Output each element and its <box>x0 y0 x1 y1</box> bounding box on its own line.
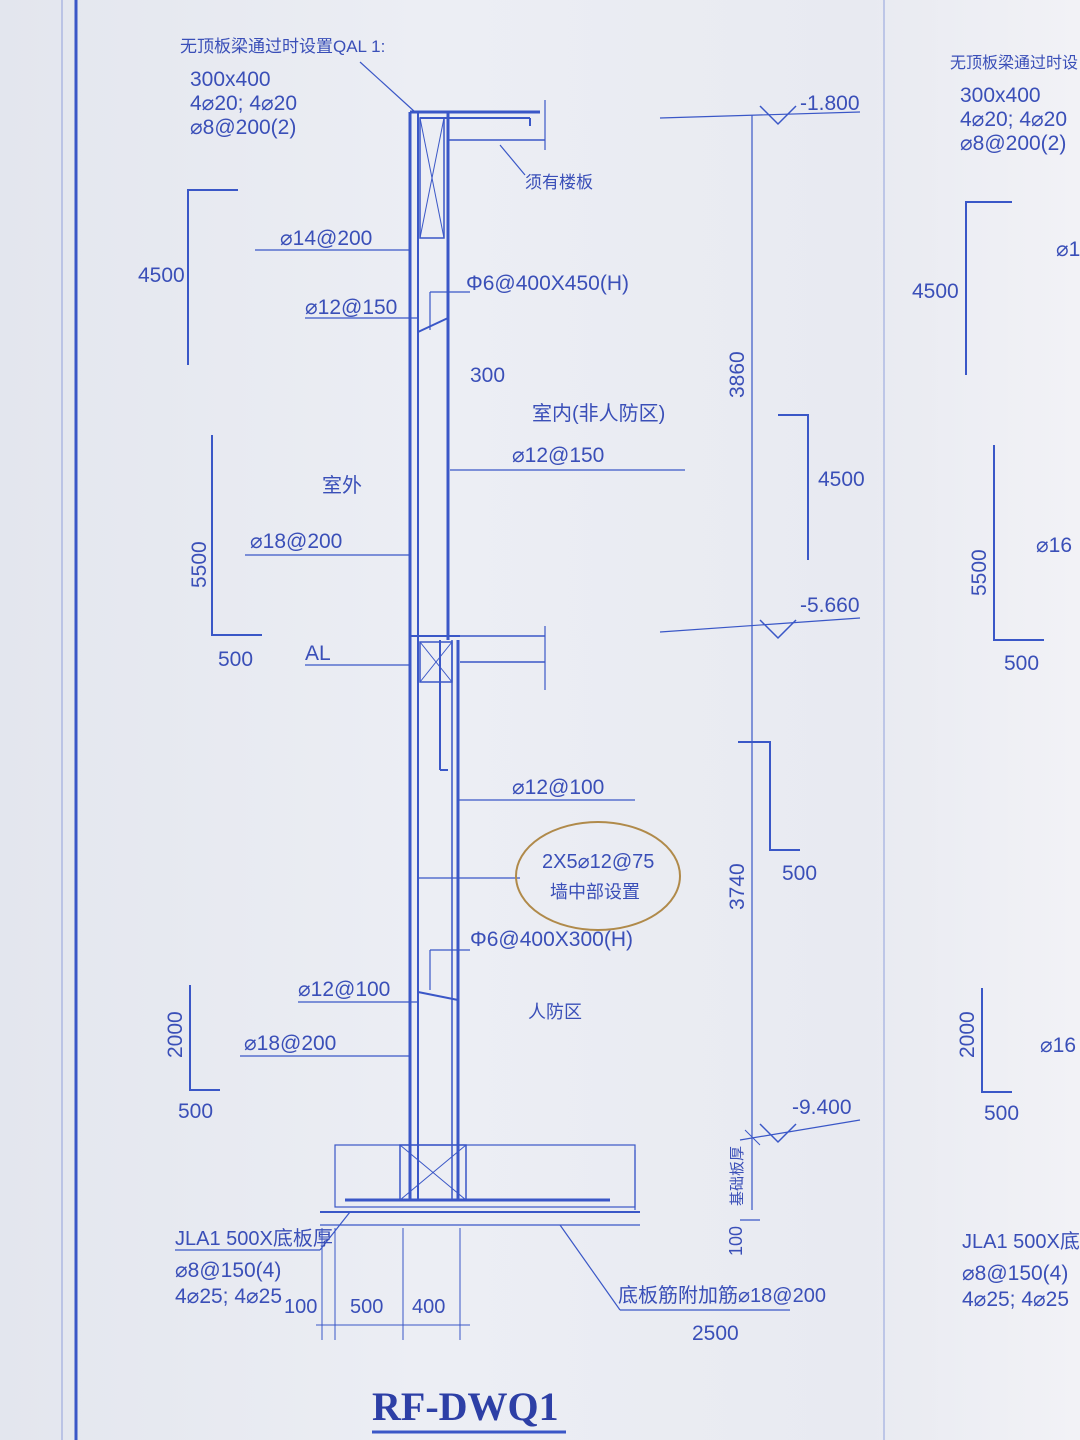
zone-indoor: 室内(非人防区) <box>532 402 665 425</box>
right-bar-brackets <box>738 414 809 851</box>
wall-thickness: 300 <box>470 364 505 387</box>
middle-bars-label: 2X5⌀12@75 <box>542 851 654 873</box>
right-bar-1: ⌀1 <box>1056 238 1080 261</box>
left-top-length: 4500 <box>138 264 185 287</box>
zone-civil-defense: 人防区 <box>528 1002 582 1022</box>
right-beam-note: 无顶板梁通过时设 <box>950 54 1078 72</box>
right-partial-sheet: 无顶板梁通过时设 300x400 4⌀20; 4⌀20 ⌀8@200(2) ⌀1… <box>912 54 1080 1311</box>
foundation-beam-label: JLA1 500X底板厚 <box>175 1227 333 1250</box>
beam-al-label: AL <box>305 642 331 665</box>
rebar-inner-upper: ⌀12@150 <box>512 444 604 467</box>
rebar-inner-lower: ⌀12@100 <box>512 776 604 799</box>
zone-outdoor: 室外 <box>322 474 362 497</box>
rebar-outer-lower: ⌀18@200 <box>244 1032 336 1055</box>
tie-bar-lower <box>417 949 470 1001</box>
tie-bar-lower-label: Φ6@400X300(H) <box>470 928 633 951</box>
top-beam-rebar: 4⌀20; 4⌀20 <box>190 92 297 115</box>
foundation-rebar: 4⌀25; 4⌀25 <box>175 1285 282 1308</box>
left-bar-brackets <box>187 189 262 1091</box>
leader-lines <box>175 61 790 1311</box>
left-bottom-length: 2000 <box>164 1011 187 1058</box>
rebar-outer-upper-short: ⌀12@150 <box>305 296 397 319</box>
rebar-outer-upper: ⌀14@200 <box>280 227 372 250</box>
height-upper: 3860 <box>726 351 749 398</box>
right-mid-length: 5500 <box>968 549 991 596</box>
foundation-dim-3: 400 <box>412 1296 445 1318</box>
roof-slab-label: 须有楼板 <box>525 173 593 192</box>
elevation-mid: -5.660 <box>800 594 860 617</box>
elevation-marker-bottom <box>759 1123 797 1144</box>
right-top-length: 4500 <box>818 468 865 491</box>
height-lower: 3740 <box>726 863 749 910</box>
elevation-top: -1.800 <box>800 92 860 115</box>
elevation-axis <box>659 111 861 1221</box>
rebar-outer-mid: ⌀18@200 <box>250 530 342 553</box>
drawing-title: RF-DWQ1 <box>372 1384 559 1429</box>
top-beam <box>410 100 546 239</box>
left-mid-hook: 500 <box>218 648 253 671</box>
slab-bar-note: 底板筋附加筋⌀18@200 <box>618 1284 826 1307</box>
right-beam-size: 300x400 <box>960 84 1041 107</box>
slab-cover: 100 <box>726 1226 746 1256</box>
right-bottom-length: 2000 <box>956 1011 979 1058</box>
right-bottom-hook: 500 <box>984 1102 1019 1125</box>
right-foundation-stirrup: ⌀8@150(4) <box>962 1262 1068 1285</box>
top-beam-note: 无顶板梁通过时设置QAL 1: <box>180 37 385 56</box>
right-foundation-rebar: 4⌀25; 4⌀25 <box>962 1288 1069 1311</box>
foundation-width: 2500 <box>692 1322 739 1345</box>
highlight-circle <box>515 821 681 931</box>
foundation-stirrup: ⌀8@150(4) <box>175 1259 281 1282</box>
elevation-marker-mid <box>759 619 797 640</box>
foundation-dim-1: 100 <box>284 1296 317 1318</box>
left-bottom-hook: 500 <box>178 1100 213 1123</box>
foundation-beam <box>320 1144 640 1226</box>
slab-thickness-label: 基础板厚 <box>728 1146 746 1206</box>
elevation-bottom: -9.400 <box>792 1096 852 1119</box>
foundation-dim-2: 500 <box>350 1296 383 1318</box>
wall-outline <box>408 112 460 1200</box>
middle-bars-note: 墙中部设置 <box>550 882 640 902</box>
rebar-outer-lower-short: ⌀12@100 <box>298 978 390 1001</box>
top-beam-stirrup: ⌀8@200(2) <box>190 116 296 139</box>
tie-bar-upper <box>417 291 470 333</box>
top-beam-size: 300x400 <box>190 68 271 91</box>
elevation-marker-top <box>759 105 797 126</box>
right-beam-rebar: 4⌀20; 4⌀20 <box>960 108 1067 131</box>
right-bar-3: ⌀16 <box>1040 1034 1076 1057</box>
right-top-length: 4500 <box>912 280 959 303</box>
right-bar-2: ⌀16 <box>1036 534 1072 557</box>
foundation-dimension-line <box>316 1228 470 1340</box>
right-mid-hook: 500 <box>782 862 817 885</box>
tie-bar-upper-label: Φ6@400X450(H) <box>466 272 629 295</box>
right-beam-stirrup: ⌀8@200(2) <box>960 132 1066 155</box>
mid-beam-al <box>410 626 546 771</box>
right-mid-hook: 500 <box>1004 652 1039 675</box>
left-mid-length: 5500 <box>188 541 211 588</box>
right-foundation-label: JLA1 500X底 <box>962 1230 1080 1253</box>
